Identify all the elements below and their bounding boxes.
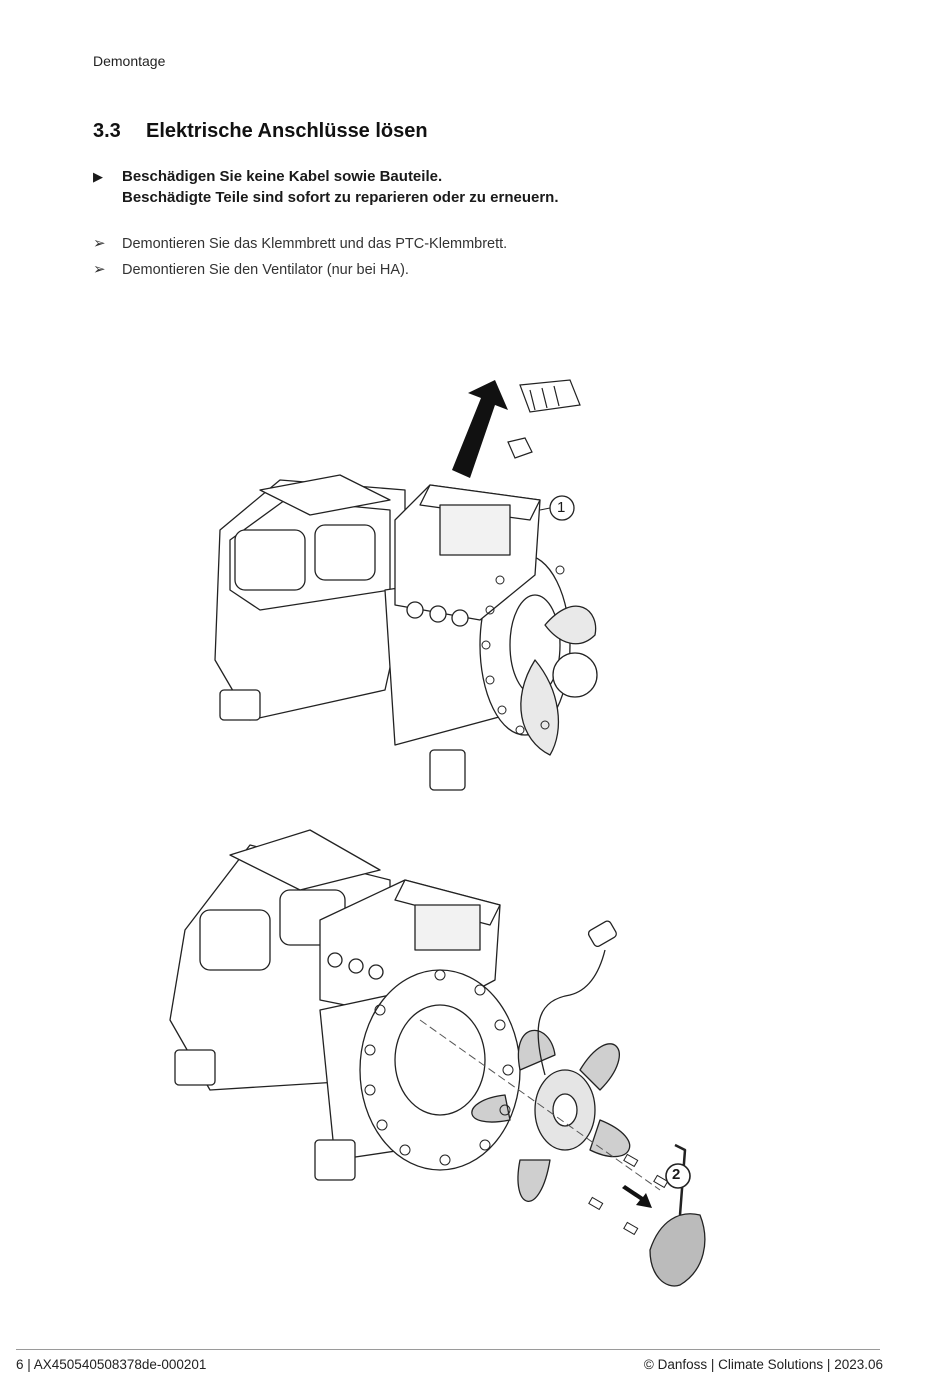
callout-1-label: 1 — [557, 499, 566, 516]
callout-2-label: 2 — [672, 1166, 681, 1183]
arrowhead-bullet-icon: ➢ — [93, 235, 106, 252]
step-item: ➢ Demontieren Sie das Klemmbrett und das … — [93, 231, 507, 257]
removal-arrow-icon — [622, 1185, 652, 1208]
step-text: Demontieren Sie das Klemmbrett und das P… — [122, 236, 508, 252]
step-text: Demontieren Sie den Ventilator (nur bei … — [122, 262, 409, 278]
compressor-illustration-1 — [214, 379, 598, 791]
triangle-right-icon: ▶ — [93, 169, 103, 184]
callout-2-circle — [665, 1163, 691, 1189]
warning-notice: ▶ Beschädigen Sie keine Kabel sowie Baut… — [93, 166, 559, 208]
footer-page-id: 6 | AX450540508378de-000201 — [16, 1357, 207, 1372]
step-list: ➢ Demontieren Sie das Klemmbrett und das … — [93, 231, 507, 283]
arrowhead-bullet-icon: ➢ — [93, 261, 106, 278]
warning-line-1: Beschädigen Sie keine Kabel sowie Bautei… — [122, 168, 443, 185]
section-number: 3.3 — [93, 120, 121, 142]
figure-fan-removal: 2 — [160, 820, 740, 1320]
step-item: ➢ Demontieren Sie den Ventilator (nur bei… — [93, 257, 507, 283]
running-header: Demontage — [93, 53, 166, 69]
section-heading: 3.3 Elektrische Anschlüsse lösen — [93, 120, 428, 143]
section-title: Elektrische Anschlüsse lösen — [146, 120, 428, 142]
warning-line-2: Beschädigte Teile sind sofort zu reparie… — [122, 189, 559, 206]
removal-arrow-icon — [452, 380, 508, 478]
footer-copyright: © Danfoss | Climate Solutions | 2023.06 — [643, 1357, 883, 1372]
footer-divider — [16, 1349, 880, 1350]
figure-terminal-board-removal: 1 — [190, 360, 620, 810]
compressor-illustration-2 — [169, 829, 706, 1287]
